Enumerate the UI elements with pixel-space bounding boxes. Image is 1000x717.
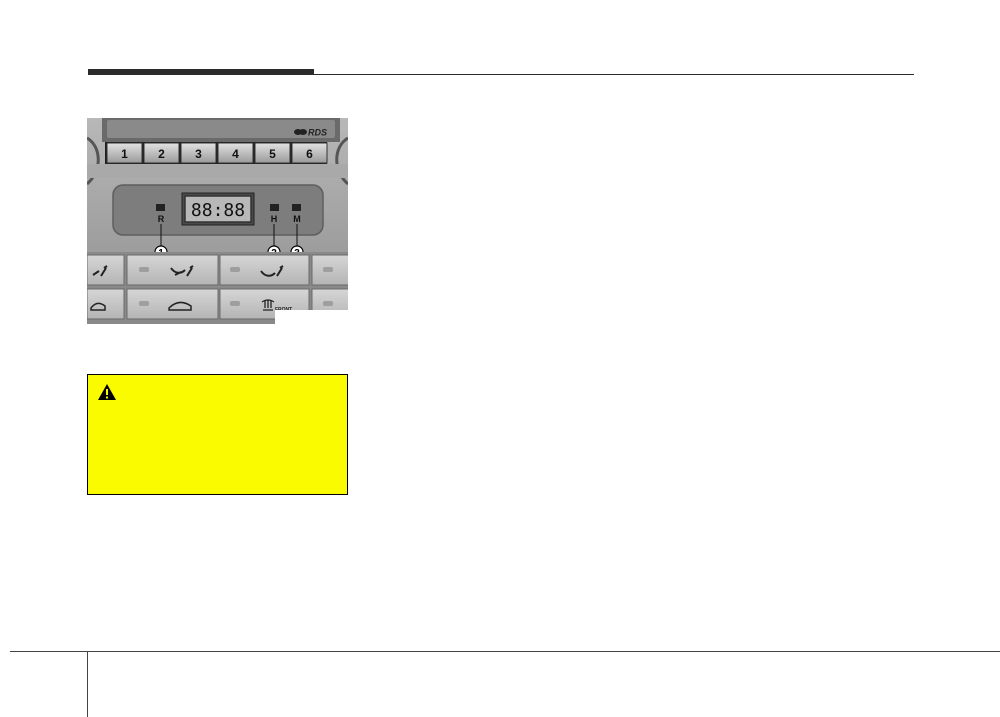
left-knob-edge	[87, 136, 100, 186]
preset-label-5: 5	[269, 147, 276, 161]
climate-row-2: FRONT	[87, 288, 348, 320]
preset-button-1[interactable]	[106, 142, 143, 164]
header-rule-thin	[88, 74, 914, 75]
preset-button-4[interactable]	[217, 142, 254, 164]
warning-triangle-icon	[98, 384, 116, 400]
r-label: R	[158, 214, 165, 224]
preset-label-2: 2	[158, 147, 165, 161]
recirc-icon	[168, 301, 192, 311]
climate-row-1	[87, 254, 348, 286]
preset-button-6[interactable]	[291, 142, 328, 164]
r-button[interactable]	[156, 204, 165, 211]
clock-display	[184, 195, 252, 223]
cd-rds-badge: RDS	[294, 128, 327, 138]
footer-rule	[10, 651, 1000, 652]
preset-button-3[interactable]	[180, 142, 217, 164]
vent-icon	[92, 265, 108, 277]
h-button[interactable]	[270, 204, 279, 211]
preset-button-2[interactable]	[143, 142, 180, 164]
preset-label-3: 3	[195, 147, 202, 161]
svg-text:RDS: RDS	[308, 128, 327, 138]
footer-margin-rule	[87, 651, 88, 717]
preset-label-1: 1	[121, 147, 128, 161]
warning-box	[87, 374, 348, 495]
clock-panel-figure: RDS 1 2 3 4 5 6 88:88 R H M 1 2	[87, 118, 348, 324]
preset-label-6: 6	[306, 147, 313, 161]
right-knob-edge	[335, 136, 348, 186]
h-label: H	[271, 214, 278, 224]
clock-digits: 88:88	[191, 200, 245, 221]
preset-button-5[interactable]	[254, 142, 291, 164]
floor-icon	[260, 265, 284, 277]
header-rule-thick	[88, 69, 314, 75]
preset-label-4: 4	[232, 147, 239, 161]
m-button[interactable]	[292, 204, 301, 211]
preset-button-row: 1 2 3 4 5 6	[106, 142, 328, 164]
m-label: M	[293, 214, 301, 224]
